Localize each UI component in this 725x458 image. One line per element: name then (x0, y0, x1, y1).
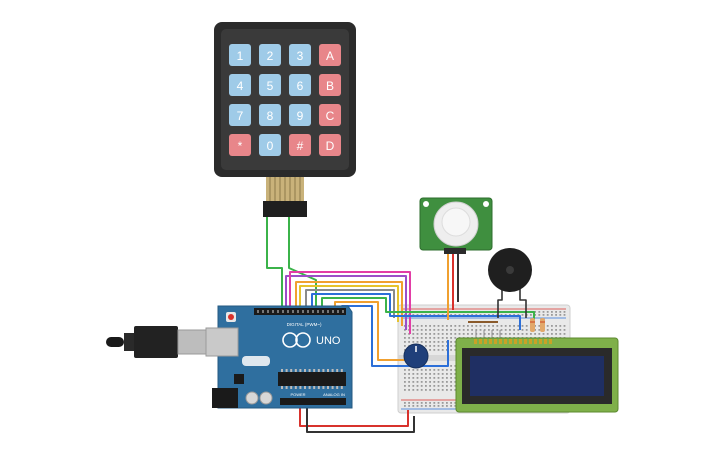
power-jack (212, 388, 238, 408)
keypad-header-connector (263, 201, 307, 217)
keypad-key-label: 1 (237, 49, 244, 63)
digital-header-label: DIGITAL (PWM~) (287, 322, 322, 327)
pir-lens (441, 207, 471, 237)
wire-gray (305, 289, 395, 318)
keypad-key-label: 6 (297, 79, 304, 93)
keypad-key-label: B (326, 79, 334, 93)
power-analog-header (280, 398, 346, 405)
chip-pins (281, 369, 343, 389)
keypad-key[interactable]: B (319, 74, 341, 96)
wire-pink (289, 271, 411, 334)
atmega-chip (278, 372, 346, 386)
uno-label: UNO (316, 335, 341, 347)
keypad-key-label: 4 (237, 79, 244, 93)
pir-mount-hole (483, 201, 489, 207)
pir-sensor[interactable] (419, 197, 493, 254)
arduino-uno[interactable]: DIGITAL (PWM~) UNO POWER ANALOG IN (106, 305, 353, 409)
wires (266, 217, 535, 433)
lcd-screen (470, 356, 604, 396)
regulator (234, 374, 244, 384)
wire-orange-2 (334, 301, 410, 361)
digital-pins (257, 310, 344, 313)
keypad-key[interactable]: * (229, 134, 251, 156)
arduino-logo (282, 332, 311, 348)
crystal (242, 356, 270, 366)
keypad-key[interactable]: D (319, 134, 341, 156)
keypad-key[interactable]: # (289, 134, 311, 156)
usb-cable (124, 333, 134, 351)
usb-port (205, 327, 239, 357)
keypad-key[interactable]: 9 (289, 104, 311, 126)
lcd-display[interactable] (455, 337, 619, 413)
keypad-keys: 1 2 3 A 4 5 6 B 7 8 9 C * 0 # D (229, 44, 341, 156)
analog-header-label: ANALOG IN (323, 392, 345, 397)
keypad-key[interactable]: C (319, 104, 341, 126)
resistor-1 (530, 318, 535, 332)
resistors (530, 318, 545, 332)
keypad-key[interactable]: 1 (229, 44, 251, 66)
resistor-2 (540, 318, 545, 332)
wire-buzzer-2 (519, 288, 527, 318)
keypad-key-label: 0 (267, 139, 274, 153)
keypad-key-label: 8 (267, 109, 274, 123)
capacitor-2 (259, 391, 273, 405)
capacitor-1 (245, 391, 259, 405)
keypad-key-label: 3 (297, 49, 304, 63)
wire-yellow (299, 285, 399, 322)
keypad-key[interactable]: A (319, 44, 341, 66)
keypad-key[interactable]: 5 (259, 74, 281, 96)
wire-blue-1 (311, 293, 521, 330)
wire-orange-1 (295, 281, 403, 326)
power-header-label: POWER (290, 392, 305, 397)
wire-keypad-green-2 (288, 217, 317, 312)
keypad-ribbon (263, 177, 307, 217)
keypad-key[interactable]: 6 (289, 74, 311, 96)
wire-power-red (299, 395, 409, 427)
keypad-key-label: C (326, 109, 335, 123)
pir-mount-hole (423, 201, 429, 207)
keypad-key-label: * (238, 139, 243, 153)
wire-purple (285, 275, 407, 330)
keypad-key-label: # (297, 139, 304, 153)
buzzer-hole (506, 266, 514, 274)
keypad-key-label: D (326, 139, 335, 153)
keypad-key[interactable]: 8 (259, 104, 281, 126)
keypad-key[interactable]: 3 (289, 44, 311, 66)
keypad-key[interactable]: 4 (229, 74, 251, 96)
keypad-key[interactable]: 0 (259, 134, 281, 156)
digital-header (254, 308, 346, 315)
wire-keypad-green-1 (266, 217, 283, 312)
potentiometer-knob (403, 343, 429, 369)
keypad-key[interactable]: 2 (259, 44, 281, 66)
keypad-key-label: A (326, 49, 334, 63)
keypad-key-label: 5 (267, 79, 274, 93)
keypad-key-label: 7 (237, 109, 244, 123)
keypad-key-label: 2 (267, 49, 274, 63)
wire-power-black (306, 395, 415, 433)
usb-plug-metal (177, 329, 207, 355)
pir-header (444, 248, 466, 254)
keypad-key[interactable]: 7 (229, 104, 251, 126)
usb-cable-end (106, 337, 124, 347)
keypad-face (221, 29, 349, 170)
buzzer[interactable] (488, 248, 532, 292)
wire-green-3 (321, 297, 535, 328)
lcd-pins (474, 339, 552, 344)
keypad[interactable]: 1 2 3 A 4 5 6 B 7 8 9 C * 0 # D (214, 22, 356, 177)
usb-plug (134, 326, 178, 358)
keypad-key-label: 9 (297, 109, 304, 123)
potentiometer[interactable] (403, 343, 429, 369)
wire-buzzer-black (497, 288, 503, 318)
